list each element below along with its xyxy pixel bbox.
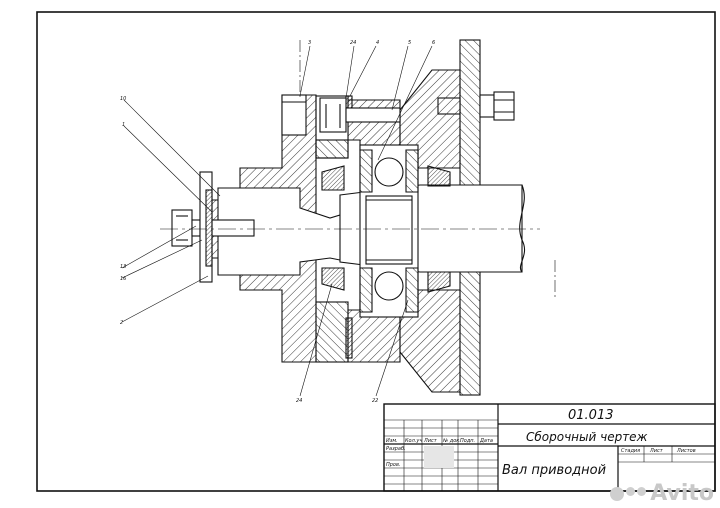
document-type: Сборочный чертеж [526, 430, 648, 444]
ball-bearing [359, 144, 419, 318]
callout-1: 1 [122, 122, 125, 128]
header-cell-list: Лист [423, 438, 438, 444]
gasket-lower [345, 317, 353, 359]
callout-22: 22 [372, 398, 378, 404]
callout-10: 10 [120, 96, 126, 102]
seal-right-upper [427, 165, 451, 187]
col-sheets: Листов [676, 448, 696, 454]
callout-2: 2 [120, 320, 123, 326]
header-cell-sign: Подп. [460, 438, 475, 444]
leader-lines [121, 45, 433, 397]
title-block [383, 403, 716, 492]
cover-screw [319, 97, 401, 133]
avito-watermark: Avito [610, 481, 714, 506]
cover-upper-hatch [315, 139, 349, 159]
hub-screw [171, 171, 255, 283]
callout-24-bottom: 24 [296, 398, 302, 404]
callout-4: 4 [376, 40, 379, 46]
watermark-text: Avito [650, 481, 714, 506]
callout-labels: 3 24 4 5 6 10 1 13 16 2 24 22 [120, 40, 435, 404]
machine-drawing [160, 39, 556, 396]
sheet-frame [36, 11, 716, 492]
col-stage: Стадия [621, 448, 640, 454]
title-block-text: 01.013 Сборочный чертеж Вал приводной Из… [386, 408, 696, 478]
cover-lower [315, 301, 349, 363]
product-name: Вал приводной [502, 463, 606, 478]
header-cell-doc: № док. [442, 438, 461, 444]
callout-13: 13 [120, 264, 126, 270]
header-cell-date: Дата [479, 438, 493, 444]
callout-5: 5 [408, 40, 411, 46]
callout-6: 6 [432, 40, 435, 46]
header-cell-izm: Изм. [386, 438, 398, 444]
callout-24: 24 [350, 40, 356, 46]
callout-3: 3 [308, 40, 311, 46]
flange-top-boss [281, 94, 307, 136]
shaft-break [519, 184, 526, 273]
drawing-designation: 01.013 [568, 408, 614, 423]
seal-right-lower [427, 271, 451, 293]
role-checker: Пров. [386, 462, 401, 468]
callout-16: 16 [120, 276, 126, 282]
role-developer: Разраб. [386, 446, 406, 452]
col-sheet: Лист [649, 448, 664, 454]
redacted-signature [424, 446, 454, 468]
seal-left-upper [321, 165, 345, 191]
seal-left-lower [321, 267, 345, 291]
avito-logo-icon [610, 486, 647, 501]
header-cell-kol: Кол.уч [405, 438, 422, 444]
